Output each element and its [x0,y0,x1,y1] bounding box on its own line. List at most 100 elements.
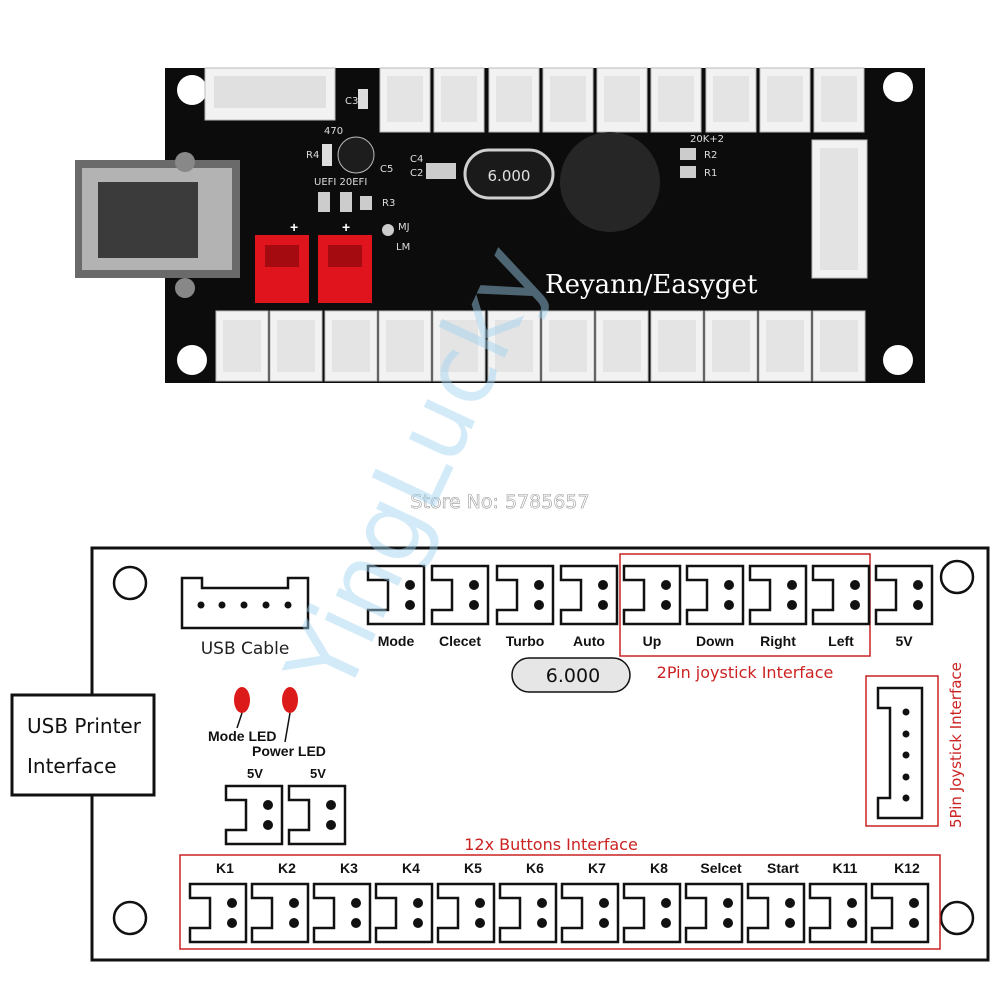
mounting-hole [939,900,975,936]
bottom-connector-label-10: K11 [833,860,858,876]
bottom-connector-6 [560,882,620,944]
top-connector-label-7: Left [828,633,854,649]
mounting-hole [112,565,148,601]
usb-printer-label-1: USB Printer [27,714,142,738]
mounting-hole [112,900,148,936]
photo-bottom-connector [324,310,378,382]
chip-blob [560,132,660,232]
usb-printer-interface [10,693,156,797]
silk-c2: C2 [410,168,423,179]
silk-plus-1: + [290,219,298,235]
bottom-connector-9 [746,882,806,944]
crystal-photo-label: 6.000 [488,167,531,185]
mode-led-label: Mode LED [208,728,276,744]
bottom-connector-label-5: K6 [526,860,544,876]
silk-r3: R3 [382,198,395,209]
bottom-connector-label-9: Start [767,860,799,876]
photo-top-connector [705,67,757,133]
photo-top-connector [379,67,431,133]
bottom-connector-label-3: K4 [402,860,420,876]
bottom-connector-2 [312,882,372,944]
top-connectors [379,67,865,133]
bottom-connector-label-11: K12 [894,860,920,876]
fivev-left-2-label: 5V [310,766,326,781]
top-connector-label-8: 5V [895,633,913,649]
bottom-connector-3 [374,882,434,944]
power-led-icon [282,687,298,713]
mounting-hole [939,559,975,595]
mounting-hole [177,345,207,375]
photo-top-connector [488,67,540,133]
top-connector-label-2: Turbo [506,633,545,649]
silk-c3: C3 [345,96,358,107]
top-connector-1 [430,564,490,626]
bottom-connector-label-7: K8 [650,860,668,876]
board-photo: 6.000 Reyann/Easyget C3 470 R4 C5 C4 C2 … [75,67,925,383]
top-connector-8 [874,564,934,626]
photo-bottom-connector [650,310,704,382]
bottom-connectors [215,310,866,382]
power-led-label: Power LED [252,743,326,759]
mounting-hole [883,345,913,375]
top-connector-label-4: Up [643,633,662,649]
top-connector-5 [685,564,745,626]
photo-bottom-connector [812,310,866,382]
bottom-connector-label-4: K5 [464,860,482,876]
silk-mj: MJ [398,222,410,233]
crystal-oscillator [463,148,555,200]
bottom-connector-1 [250,882,310,944]
schematic: USB Cable USB Printer Interface 6.000 2P… [10,546,990,962]
fivev-left-connector-2 [287,784,347,846]
silk-r1: R1 [704,168,717,179]
silk-led-codes: UEFI 20EFI [314,177,367,188]
silk-plus-2: + [342,219,350,235]
bottom-connector-11 [870,882,930,944]
top-connector-7 [811,564,871,626]
bottom-connector-10 [808,882,868,944]
photo-top-connector [596,67,648,133]
joystick-5pin-caption: 5Pin Joystick Interface [947,662,965,828]
bottom-connector-label-1: K2 [278,860,296,876]
top-connector-3 [559,564,619,626]
fivev-left-connector-1 [224,784,284,846]
bottom-connector-8 [684,882,744,944]
top-connector-6 [748,564,808,626]
silk-470: 470 [324,126,343,137]
photo-bottom-connector [704,310,758,382]
top-connector-2 [495,564,555,626]
photo-top-connector [650,67,702,133]
bottom-connector-label-8: Selcet [700,860,742,876]
bottom-connector-5 [498,882,558,944]
silk-lm: LM [396,242,410,253]
photo-bottom-connector [215,310,269,382]
photo-top-connector [813,67,865,133]
top-connector-label-6: Right [760,633,796,649]
photo-bottom-connector [269,310,323,382]
silk-r-code: 20K+2 [690,134,724,145]
bottom-connector-7 [622,882,682,944]
top-connector-label-0: Mode [378,633,415,649]
bottom-connector-4 [436,882,496,944]
top-connector-label-5: Down [696,633,734,649]
bottom-connector-label-0: K1 [216,860,234,876]
fivev-left-1-label: 5V [247,766,263,781]
schematic-connectors [188,564,934,944]
joystick-5pin-connector [876,686,924,820]
photo-bottom-connector [378,310,432,382]
store-number: Store No: 5785657 [410,491,589,513]
usb-printer-label-2: Interface [27,754,117,778]
silk-c4: C4 [410,154,423,165]
brand-text: Reyann/Easyget [545,270,758,300]
usb-cable-label: USB Cable [201,639,290,659]
buttons-box [179,854,941,950]
photo-bottom-connector [432,310,486,382]
joystick-5pin-box [865,675,939,827]
photo-bottom-connector [595,310,649,382]
buttons-caption: 12x Buttons Interface [464,835,638,854]
silk-r2: R2 [704,150,717,161]
photo-bottom-connector [487,310,541,382]
joystick-2pin-caption: 2Pin joystick Interface [657,663,834,682]
silk-r4: R4 [306,150,319,161]
